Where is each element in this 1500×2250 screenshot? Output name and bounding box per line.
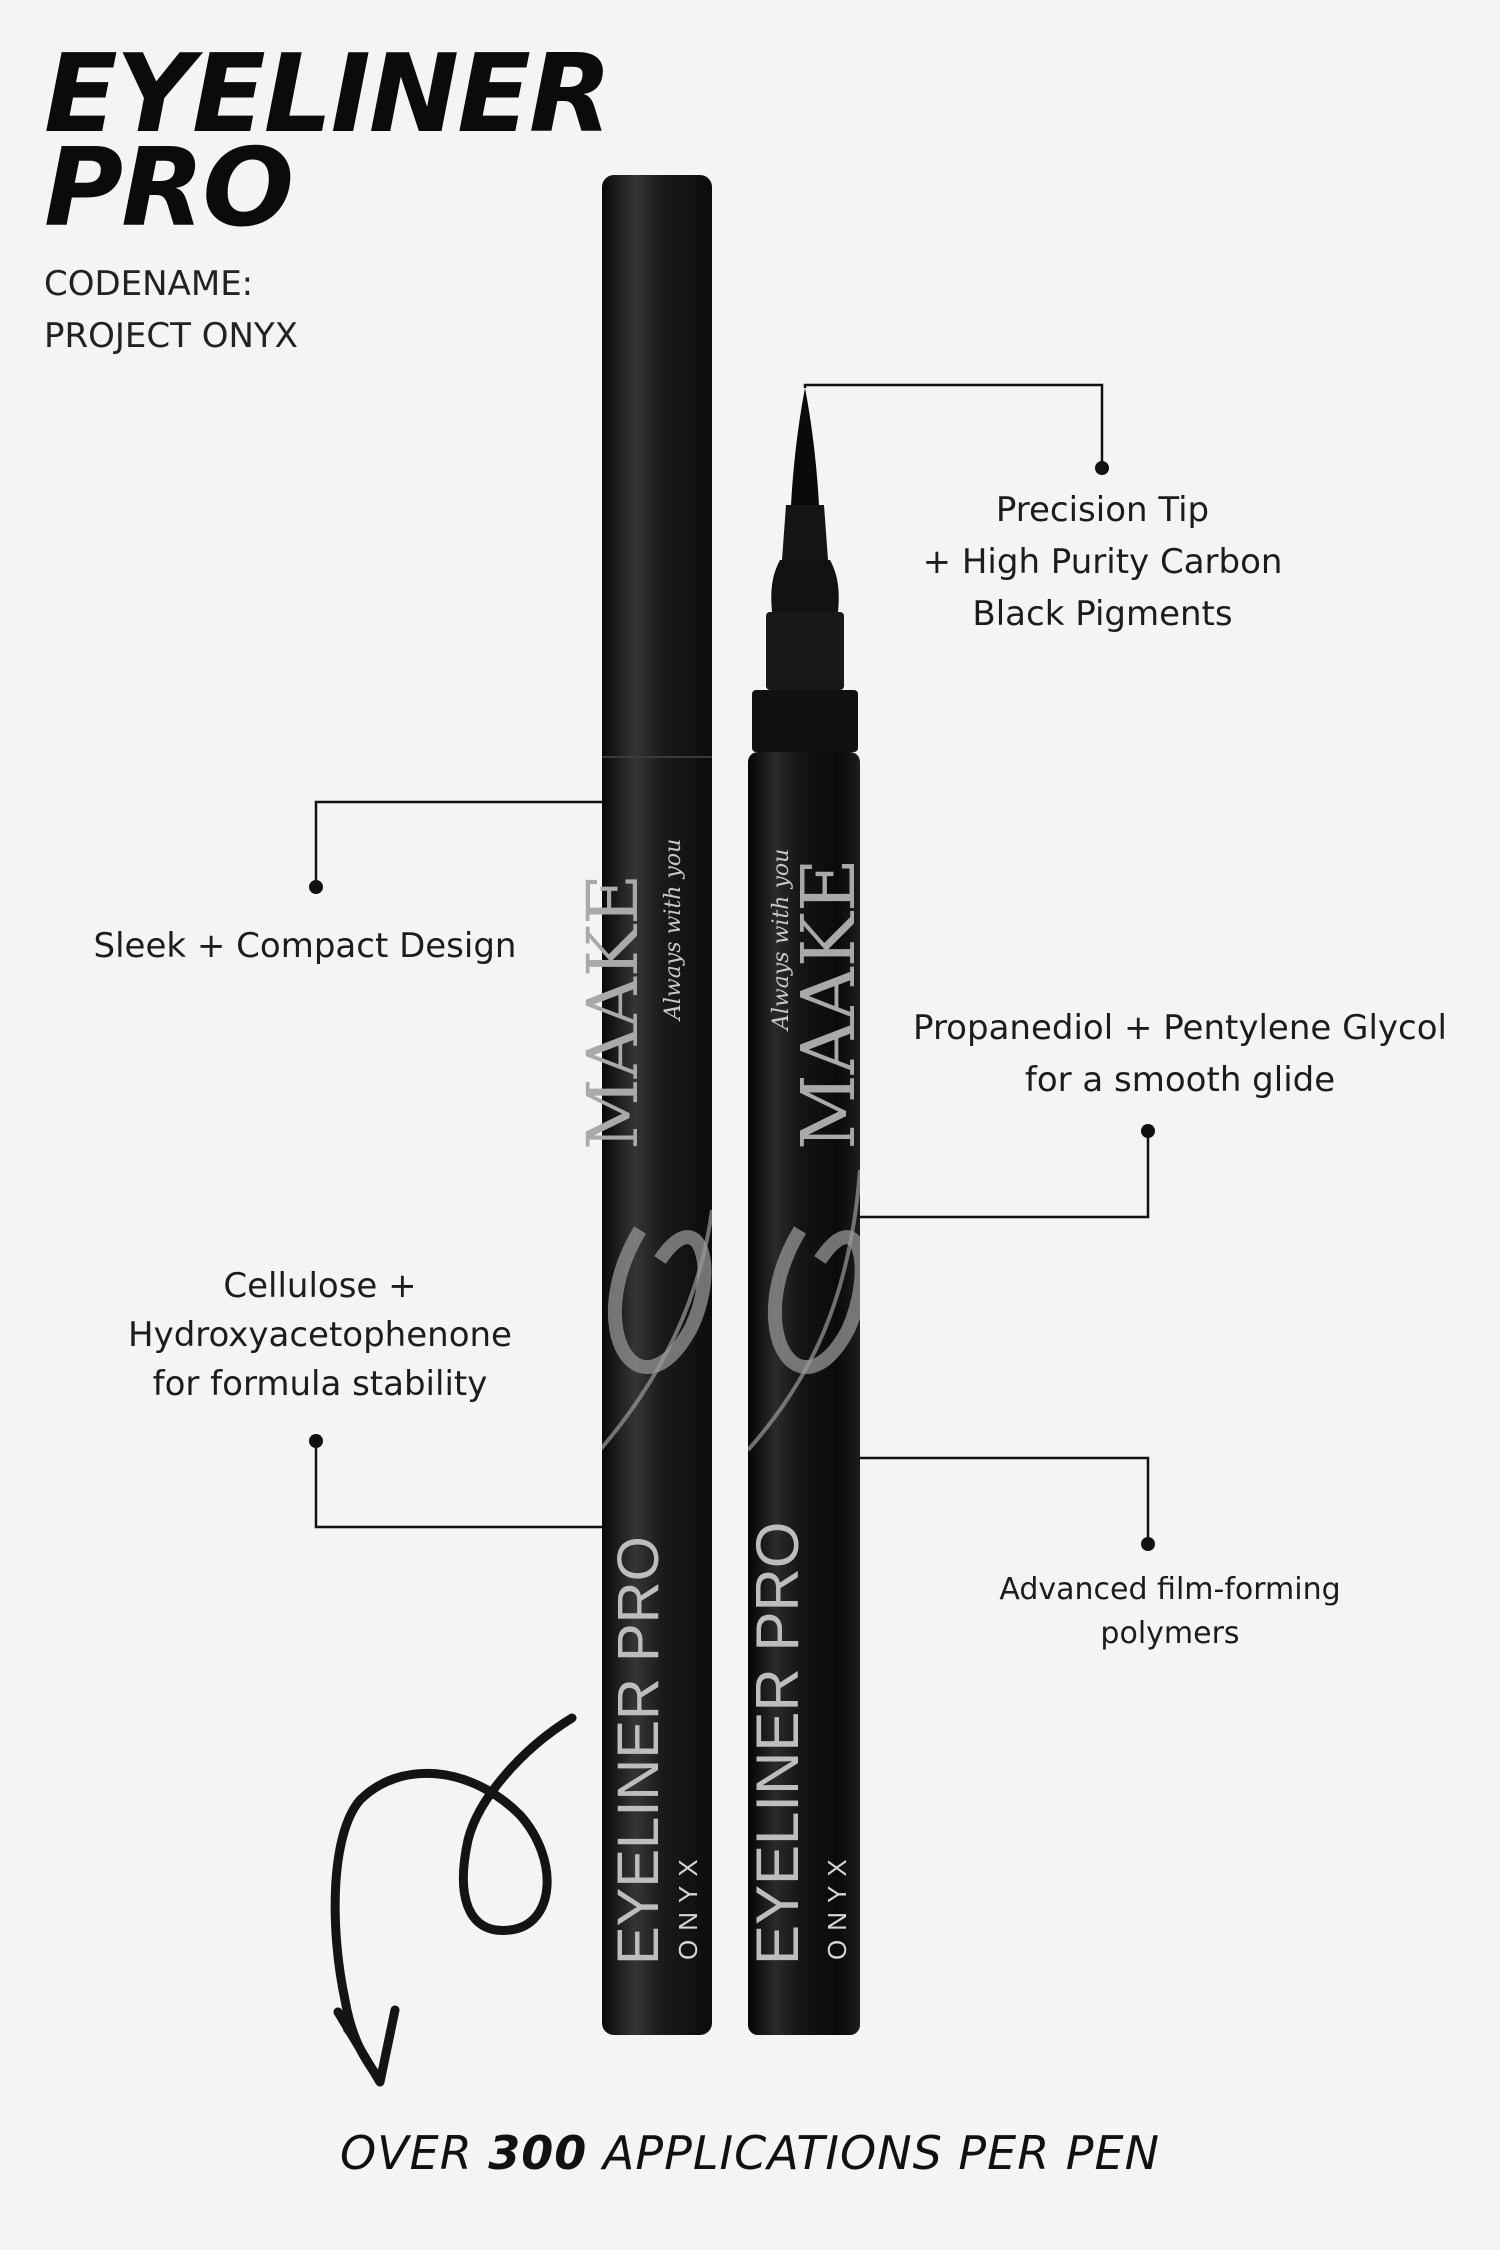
capped-pen: [602, 175, 712, 2035]
callout-text: Black Pigments: [972, 594, 1233, 634]
right-brand: MAAKE: [786, 858, 872, 1150]
hand-drawn-arrow-icon: [330, 1713, 577, 2087]
leader-polymers: [860, 1456, 1150, 1542]
left-brand: MAAKE: [572, 874, 654, 1150]
footer-prefix: OVER: [339, 2126, 489, 2180]
leader-tip: [803, 383, 1104, 468]
callout-glide: Propanediol + Pentylene Glycol for a smo…: [870, 1002, 1490, 1106]
callout-text: Precision Tip: [995, 490, 1210, 530]
leader-stability: [314, 1443, 602, 1529]
product-title: EYELINER PRO: [44, 32, 612, 251]
callout-text: polymers: [1100, 1616, 1240, 1651]
callout-text: Hydroxyacetophenone: [128, 1315, 512, 1355]
callout-text: Cellulose +: [223, 1266, 417, 1306]
left-shade: ONYX: [673, 1850, 703, 1960]
callout-design: Sleek + Compact Design: [40, 920, 570, 972]
leader-dots: [309, 461, 1155, 1551]
leader-glide: [860, 1133, 1150, 1219]
callout-stability: Cellulose + Hydroxyacetophenone for form…: [80, 1262, 560, 1409]
footer-number: 300: [488, 2126, 588, 2180]
right-shade: ONYX: [822, 1850, 852, 1960]
codename-value: PROJECT ONYX: [44, 316, 298, 356]
title-line-2: PRO: [44, 126, 294, 251]
callout-text: for formula stability: [152, 1364, 488, 1404]
callout-polymers: Advanced film-forming polymers: [920, 1568, 1420, 1656]
callout-text: Advanced film-forming: [999, 1572, 1341, 1607]
title-line-1: EYELINER: [44, 32, 612, 157]
leader-lines: [314, 383, 1150, 1542]
uncapped-pen: [748, 388, 860, 2035]
left-tagline: Always with you: [661, 839, 686, 1022]
left-product: EYELINER PRO: [606, 1536, 671, 1965]
codename: CODENAME: PROJECT ONYX: [44, 258, 298, 362]
right-product: EYELINER PRO: [744, 1522, 811, 1965]
leader-design: [314, 800, 602, 885]
callout-precision-tip: Precision Tip + High Purity Carbon Black…: [850, 484, 1355, 640]
applications-banner: OVER 300 APPLICATIONS PER PEN: [0, 2126, 1500, 2180]
right-tagline: Always with you: [769, 849, 794, 1032]
codename-label: CODENAME:: [44, 264, 254, 304]
callout-text: Sleek + Compact Design: [93, 926, 517, 966]
callout-text: for a smooth glide: [1024, 1060, 1336, 1100]
callout-text: Propanediol + Pentylene Glycol: [913, 1008, 1447, 1048]
right-pen-print: MAAKE Always with you EYELINER PRO ONYX: [744, 849, 872, 1965]
left-pen-print: MAAKE Always with you EYELINER PRO ONYX: [572, 839, 703, 1965]
footer-suffix: APPLICATIONS PER PEN: [587, 2126, 1161, 2180]
callout-text: + High Purity Carbon: [922, 542, 1283, 582]
